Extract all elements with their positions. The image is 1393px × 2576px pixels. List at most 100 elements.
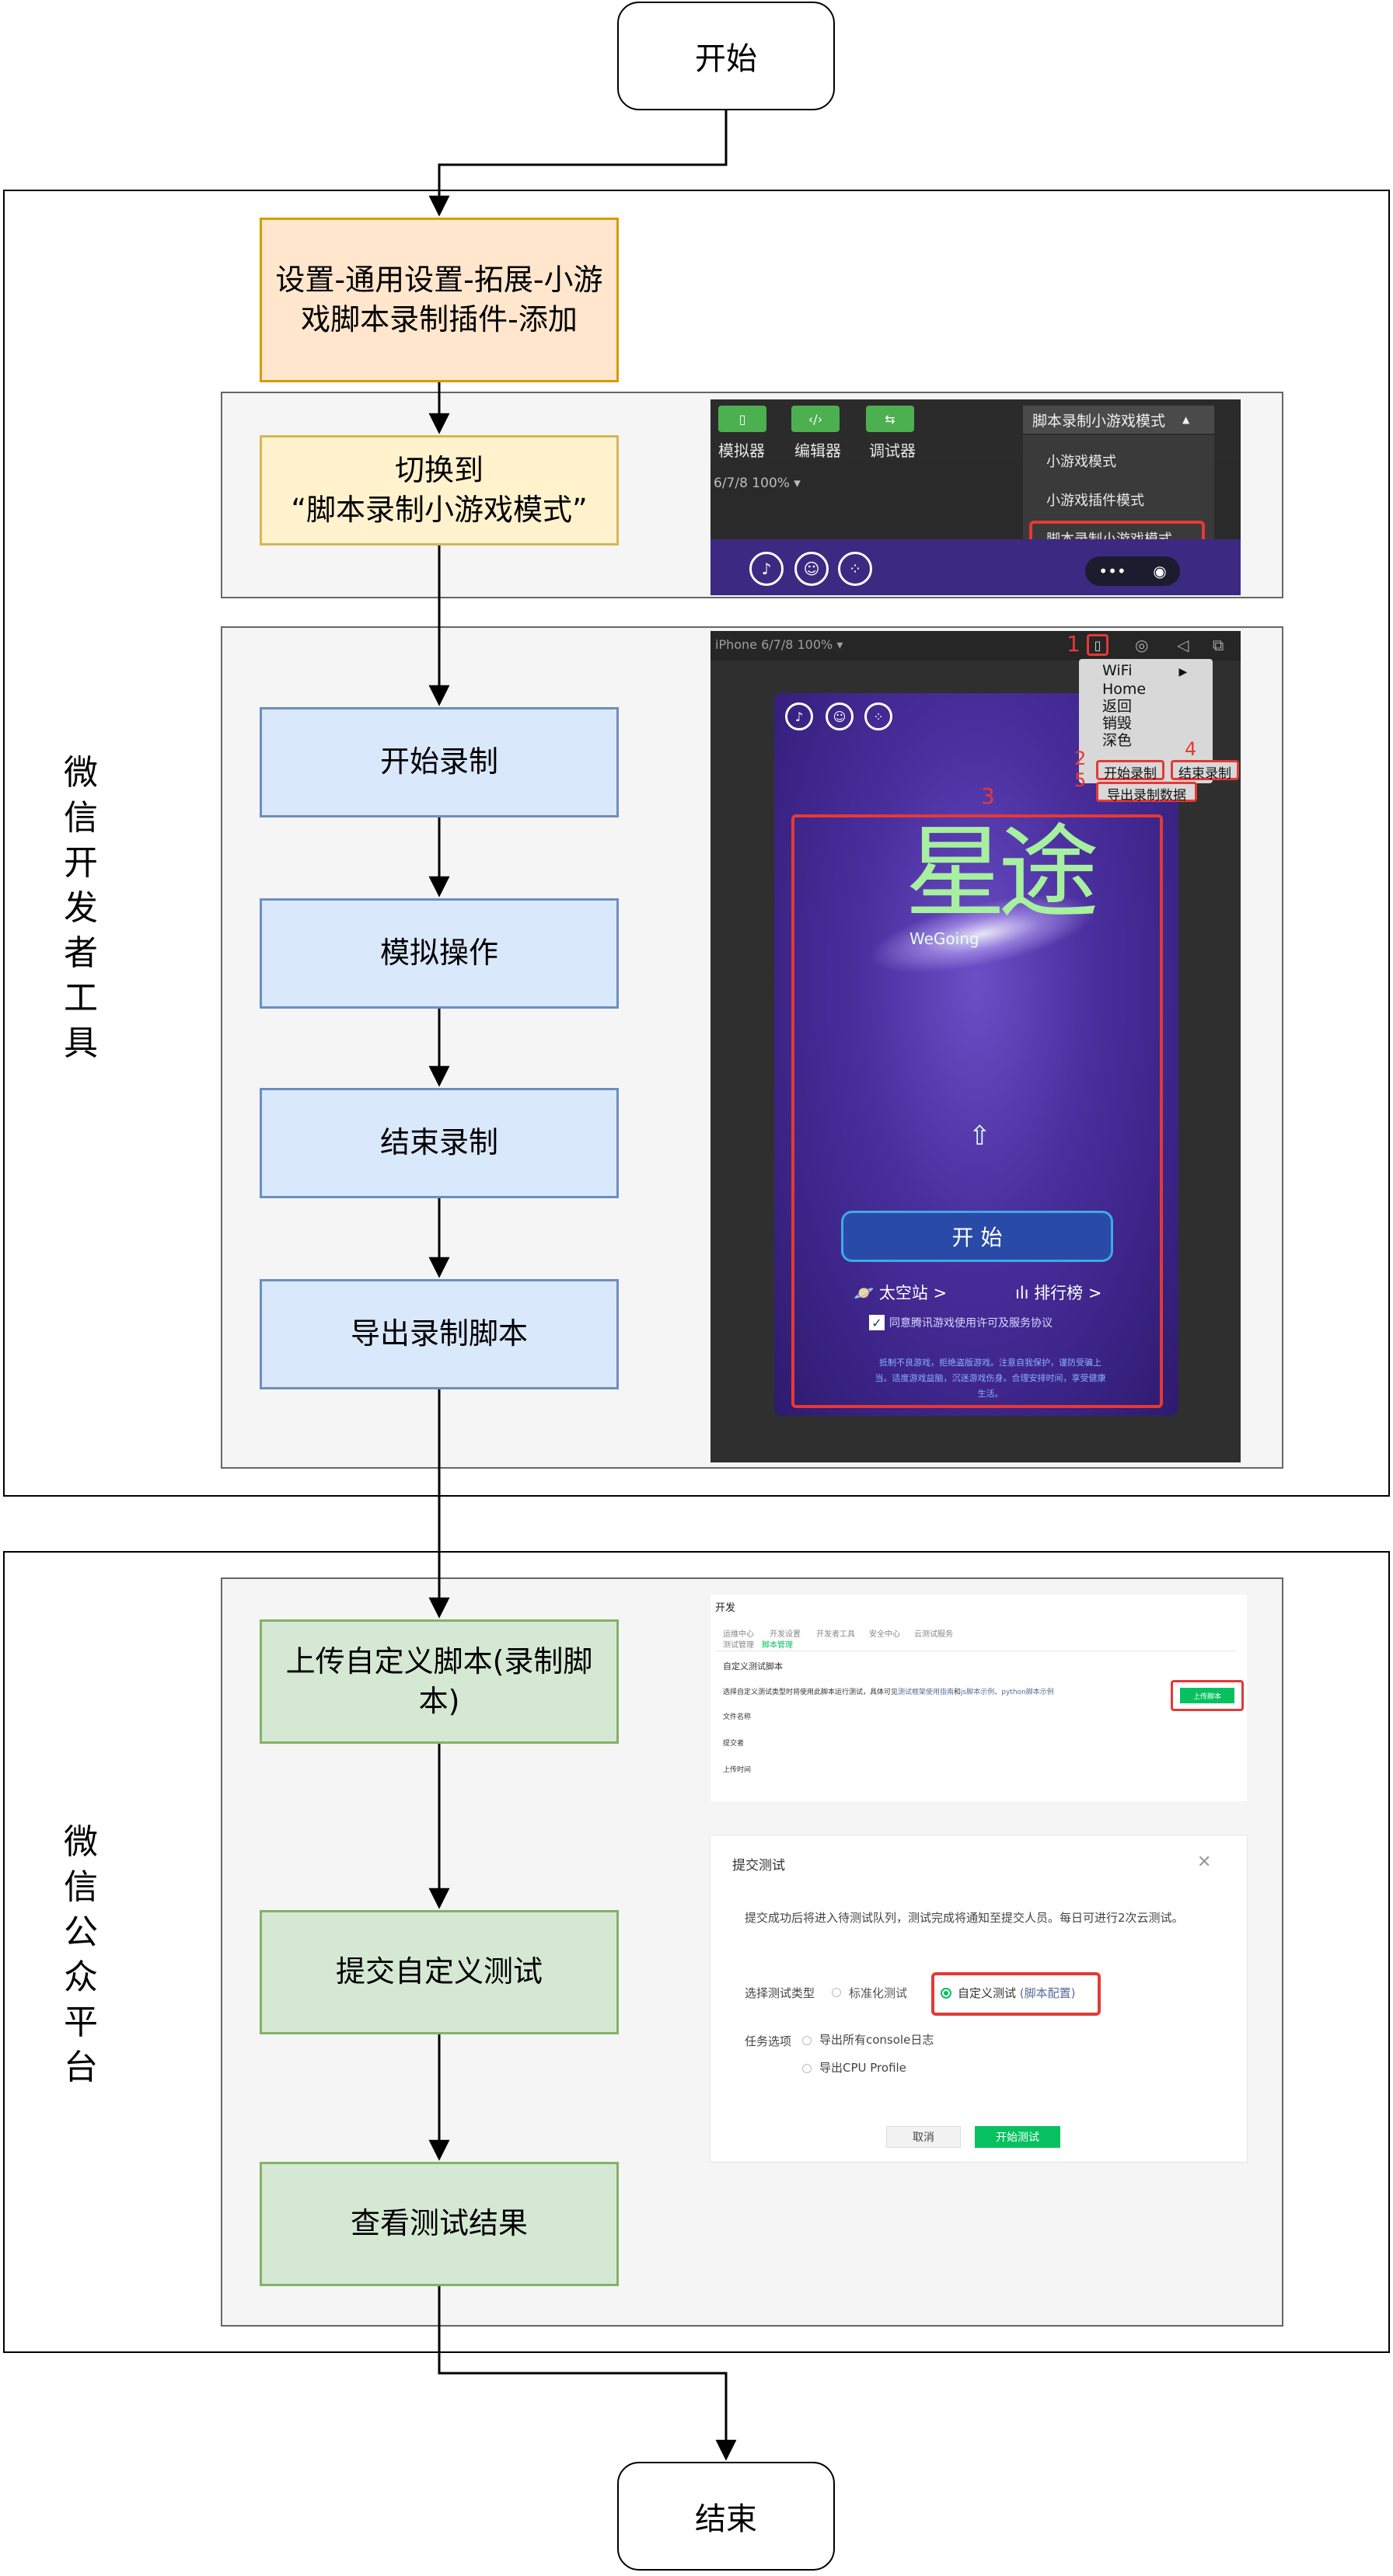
device-label[interactable]: iPhone 6/7/8 100% ▾ [715,637,843,652]
switch-mode-step: 切换到 “脚本录制小游戏模式” [260,435,619,546]
agree-checkbox[interactable]: ✓ [869,1315,885,1330]
code-icon: ‹/› [808,411,823,427]
menu-wifi[interactable]: WiFi▶ [1102,662,1188,679]
recording-area [791,814,1163,1408]
window-icon[interactable]: ⧉ [1213,636,1224,654]
editor-button[interactable]: ‹/› [791,406,840,432]
simulator-button[interactable]: ▯ [718,406,766,432]
view-result-step: 查看测试结果 [260,2162,619,2286]
game-title: 星途 [905,814,1099,932]
standard-test-label[interactable]: 标准化测试 [849,1986,908,2000]
task-options-label: 任务选项 [745,2034,792,2048]
upload-tab-tools[interactable]: 开发者工具 [816,1630,855,1639]
caret-up-icon: ▲ [1182,414,1190,425]
arrow-view-to-end [438,2286,737,2461]
upload-tab-ops[interactable]: 运维中心 [723,1630,754,1639]
menu-start-record[interactable]: 开始录制 [1096,760,1164,782]
game-start-label: 开 始 [951,1225,1003,1250]
game-chat-icon[interactable]: ☺ [826,702,854,730]
upload-tab-cloud[interactable]: 云测试服务 [914,1630,953,1639]
marker-4: 4 [1185,738,1197,760]
start-node: 开始 [617,2,835,110]
submit-step: 提交自定义测试 [260,1910,619,2034]
health-notice: 抵制不良游戏，拒绝盗版游戏。注意自我保护，谨防受骗上当。适度游戏益脑，沉迷游戏伤… [875,1358,1106,1399]
game-logo-text: WeGoing [909,929,979,948]
rocket-icon: ⇧ [969,1121,991,1152]
game-music-icon[interactable]: ♪ [785,702,813,730]
menu-back[interactable]: 返回 [1102,698,1133,715]
marker-5: 5 [1074,769,1087,791]
capsule-menu[interactable]: ••• ◉ [1085,556,1180,586]
upload-script-button[interactable]: 上传脚本 [1180,1688,1234,1703]
guide-link[interactable]: 测试框架使用指南 [898,1689,955,1696]
script-config-link[interactable]: (脚本配置) [1019,1986,1076,2000]
radio-dot [944,1991,948,1996]
mode-option-minigame[interactable]: 小游戏模式 [1046,454,1116,470]
simulate-step: 模拟操作 [260,898,619,1009]
upload-step: 上传自定义脚本(录制脚本) [260,1619,619,1744]
game-grid-icon[interactable]: ⁘ [864,702,892,730]
field-filename: 文件名称 [723,1713,752,1721]
export-step: 导出录制脚本 [260,1279,619,1389]
python-sample-link[interactable]: python脚本示例 [1001,1689,1054,1696]
phone-icon: ▯ [738,411,746,427]
subtab-tests[interactable]: 测试管理 [723,1641,754,1650]
sound-icon[interactable]: ◁ [1177,636,1189,654]
game-screen [774,693,1178,1416]
custom-test-label[interactable]: 自定义测试 (脚本配置) [958,1986,1076,2000]
end-node: 结束 [617,2462,835,2571]
test-type-label: 选择测试类型 [745,1986,815,2000]
js-sample-link[interactable]: js脚本示例 [961,1689,995,1696]
more-icon: ••• [1098,562,1126,580]
menu-export-data[interactable]: 导出录制数据 [1096,782,1197,803]
cpu-profile-label[interactable]: 导出CPU Profile [819,2061,906,2075]
menu-destroy[interactable]: 销毁 [1102,715,1133,732]
dialog-description: 提交成功后将进入待测试队列，测试完成将通知至提交人员。每日可进行2次云测试。 [745,1911,1184,1925]
dialog-close-icon[interactable]: ✕ [1197,1853,1212,1872]
mode-menu [1023,435,1214,559]
phone-icon: ▯ [1094,637,1101,653]
mode-screenshot: ▯ ‹/› ⇆ 模拟器 编辑器 调试器 6/7/8 100% ▾ 脚本录制小游戏… [710,399,1241,595]
stop-record-step: 结束录制 [260,1088,619,1198]
sim-toolbar [710,631,1241,661]
custom-test-radio[interactable] [941,1988,951,1999]
upload-button-highlight [1171,1680,1244,1711]
device-menu-button[interactable]: ▯ [1087,634,1108,656]
start-test-button[interactable]: 开始测试 [975,2126,1060,2148]
add-plugin-step: 设置-通用设置-拓展-小游戏脚本录制插件-添加 [260,218,619,382]
devtools-group-label: 微 信 开 发 者 工 具 [64,753,98,1063]
menu-dark[interactable]: 深色 [1102,732,1133,749]
cancel-button[interactable]: 取消 [886,2126,961,2148]
toolbar-label-debugger: 调试器 [869,441,916,460]
console-log-label[interactable]: 导出所有console日志 [819,2033,934,2047]
custom-test-highlight [931,1972,1101,2016]
dialog-title: 提交测试 [732,1858,785,1874]
device-selector[interactable]: 6/7/8 100% ▾ [714,476,801,491]
standard-test-radio[interactable] [832,1988,841,1997]
agree-text: 同意腾讯游戏使用许可及服务协议 [889,1317,1053,1330]
game-start-button[interactable]: 开 始 [841,1211,1113,1262]
swap-icon: ⇆ [885,411,896,427]
field-upload-time: 上传时间 [723,1766,752,1774]
menu-stop-record[interactable]: 结束录制 [1171,760,1239,782]
space-station-link[interactable]: 🪐 太空站 > [854,1284,948,1302]
record-icon[interactable]: ◎ [1135,636,1149,654]
arrow-start-to-plugin [428,110,728,217]
record-circle-icon: ◉ [1153,562,1167,580]
mode-option-plugin[interactable]: 小游戏插件模式 [1046,493,1144,509]
submit-screenshot: 提交测试 ✕ 提交成功后将进入待测试队列，测试完成将通知至提交人员。每日可进行2… [710,1835,1247,2162]
subtab-scripts[interactable]: 脚本管理 [762,1641,793,1650]
cpu-profile-checkbox[interactable] [802,2064,812,2073]
menu-home[interactable]: Home [1102,681,1147,698]
music-icon[interactable]: ♪ [749,552,784,586]
upload-tab-security[interactable]: 安全中心 [869,1630,900,1639]
debugger-button[interactable]: ⇆ [866,406,914,432]
console-log-checkbox[interactable] [802,2036,812,2045]
marker-3: 3 [981,783,995,809]
upload-tab-settings[interactable]: 开发设置 [770,1630,801,1639]
chat-icon[interactable]: ☺ [794,552,829,586]
ranking-link[interactable]: ılı 排行榜 > [1015,1284,1102,1302]
mode-dropdown[interactable]: 脚本录制小游戏模式 ▲ [1023,406,1214,434]
grid-icon[interactable]: ⁘ [838,552,872,586]
